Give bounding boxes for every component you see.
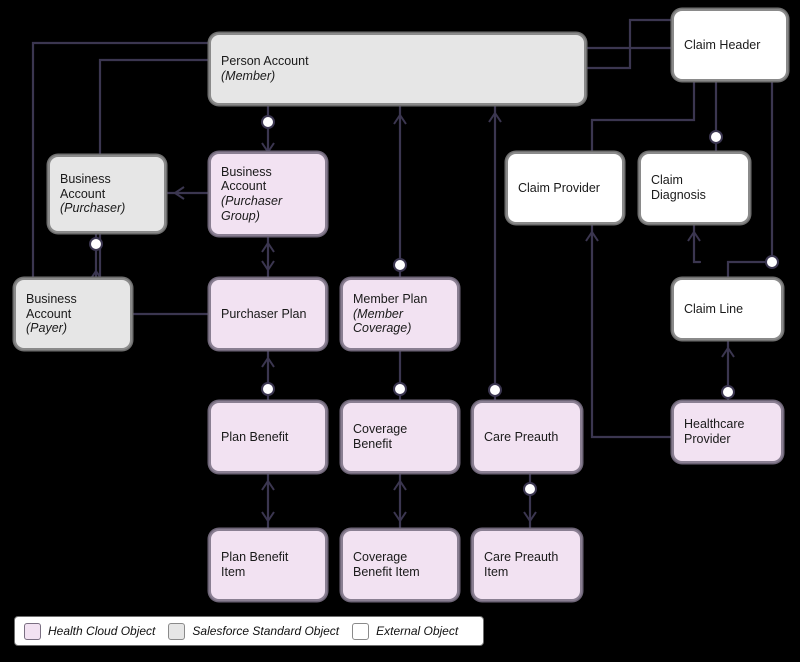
node-plan-benefit-item[interactable]: Plan Benefit Item [209,529,327,601]
node-title: Plan Benefit [221,429,289,444]
legend-label-salesforce-standard: Salesforce Standard Object [192,624,340,638]
node-claim-provider[interactable]: Claim Provider [506,152,624,224]
node-title: Care Preauth [484,429,559,444]
node-subtitle: (Member Coverage) [353,306,412,336]
node-title: Claim Line [684,301,744,316]
node-care-preauth-item[interactable]: Care Preauth Item [472,529,582,601]
node-title: Purchaser Plan [221,306,307,321]
node-title: Claim Header [684,37,761,52]
node-title: Business Account [26,291,77,321]
node-title: Plan Benefit Item [221,550,289,579]
node-title: Healthcare Provider [684,417,745,446]
node-person-account[interactable]: Person Account (Member) [209,33,586,105]
node-title: Coverage Benefit Item [353,550,420,579]
legend-label-external: External Object [376,624,459,638]
node-title: Claim Provider [518,180,600,195]
node-title: Member Plan [353,291,428,306]
legend-label-health-cloud: Health Cloud Object [48,624,156,638]
node-member-plan[interactable]: Member Plan (Member Coverage) [341,278,459,350]
node-title: Business Account [60,171,111,201]
node-subtitle: (Payer) [26,321,67,336]
node-care-preauth[interactable]: Care Preauth [472,401,582,473]
node-title: Claim Diagnosis [651,173,706,202]
node-coverage-benefit-item[interactable]: Coverage Benefit Item [341,529,459,601]
node-title: Business Account [221,164,272,194]
node-title: Coverage Benefit [353,422,408,451]
legend-swatch-external-icon [352,622,370,640]
node-claim-diagnosis[interactable]: Claim Diagnosis [639,152,750,224]
node-coverage-benefit[interactable]: Coverage Benefit [341,401,459,473]
node-claim-line[interactable]: Claim Line [672,278,783,340]
node-claim-header[interactable]: Claim Header [672,9,788,81]
node-healthcare-provider[interactable]: Healthcare Provider [672,401,783,463]
node-subtitle: (Member) [221,69,276,83]
node-business-account-payer[interactable]: Business Account (Payer) [14,278,132,350]
legend-swatch-salesforce-standard-icon [168,622,186,640]
node-purchaser-plan[interactable]: Purchaser Plan [209,278,327,350]
legend: Health Cloud Object Salesforce Standard … [14,616,484,646]
node-title: Care Preauth Item [484,550,559,579]
node-title: Person Account [221,54,309,69]
legend-swatch-health-cloud-icon [24,622,41,640]
node-subtitle: (Purchaser) [60,201,126,216]
node-plan-benefit[interactable]: Plan Benefit [209,401,327,473]
node-business-account-purchaser-group[interactable]: Business Account (Purchaser Group) [209,152,327,236]
node-subtitle: (Purchaser Group) [221,194,283,223]
node-business-account-purchaser[interactable]: Business Account (Purchaser) [48,155,166,233]
